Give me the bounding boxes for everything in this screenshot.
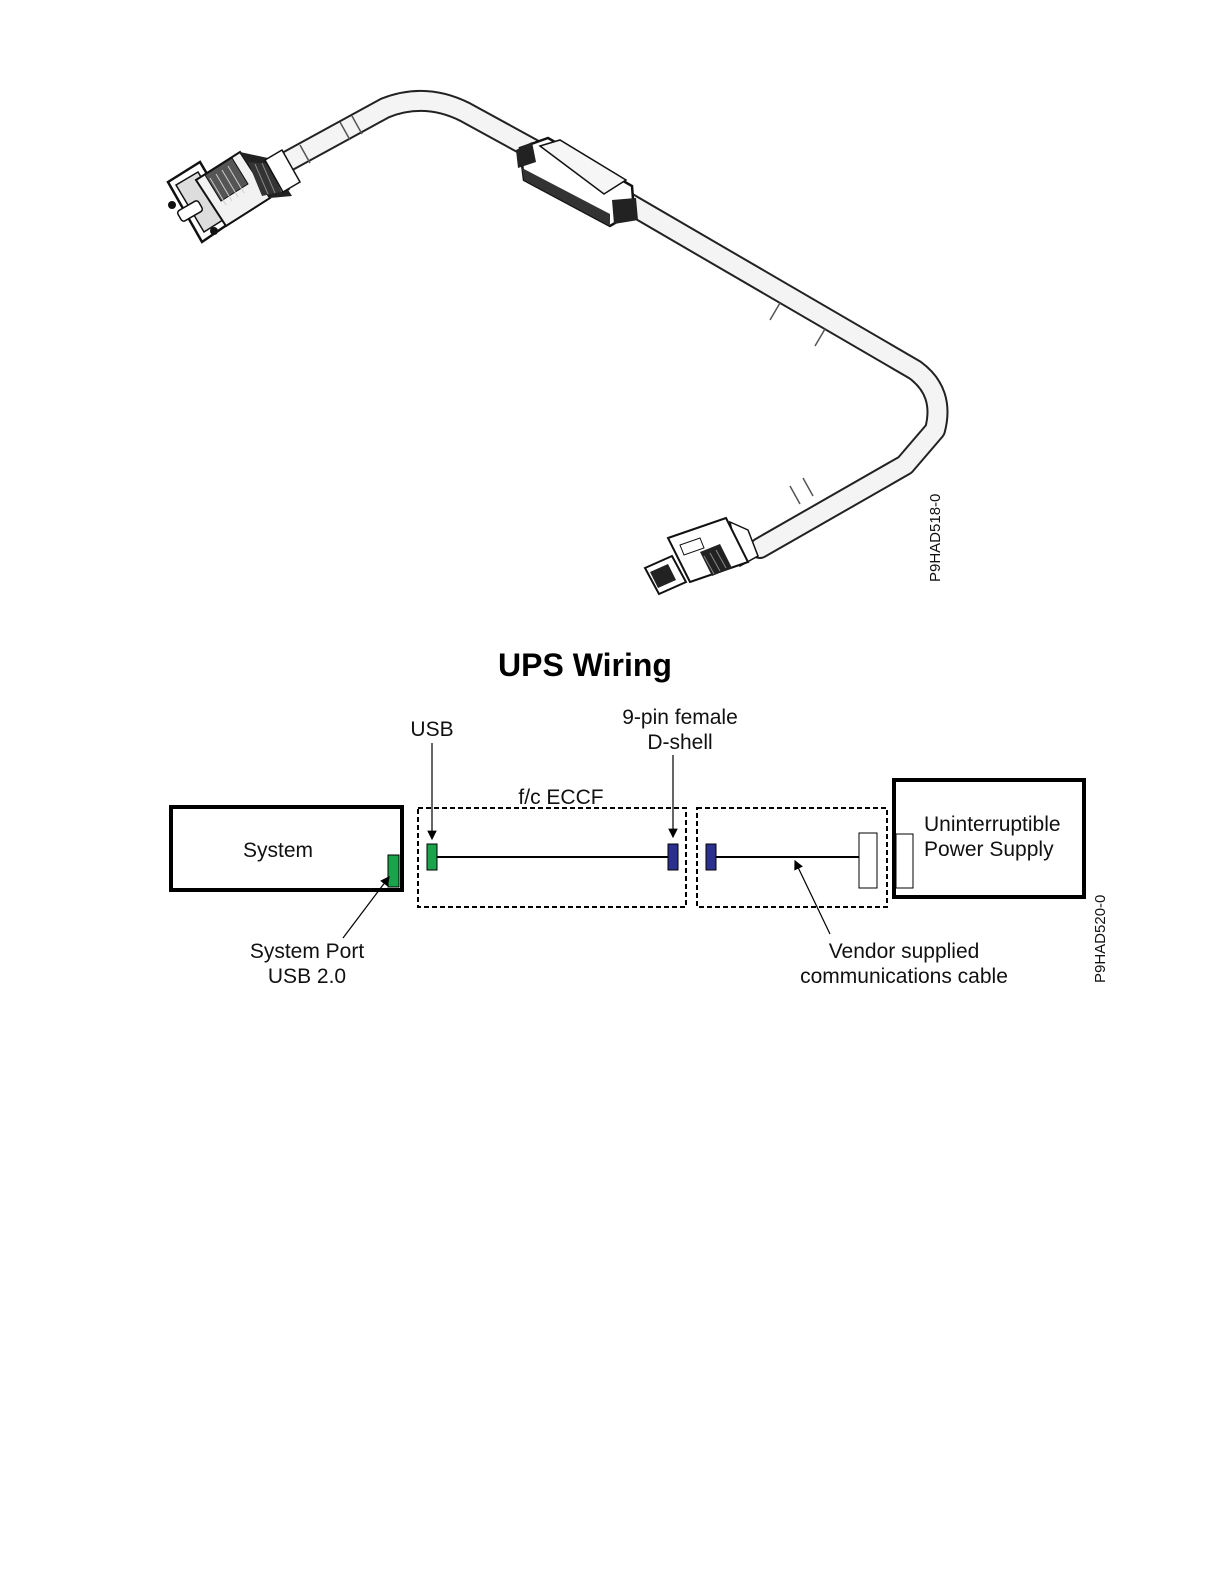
vendor-callout-label-line1: Vendor supplied	[829, 940, 980, 963]
port-callout-label-line2: USB 2.0	[268, 965, 346, 988]
vendor-callout-label-line2: communications cable	[800, 965, 1008, 988]
ups-port	[896, 834, 913, 888]
vendor-ups-plug	[859, 833, 877, 888]
vendor-callout-arrow	[795, 861, 830, 934]
system-port-connector	[388, 855, 399, 887]
eccf-cable-label: f/c ECCF	[518, 786, 603, 809]
cable-band	[815, 329, 825, 346]
ups-label-line1: Uninterruptible	[924, 813, 1061, 836]
usb-connector	[427, 844, 437, 870]
system-label: System	[243, 839, 313, 862]
dshell-connector	[668, 844, 678, 870]
dshell-callout-label-line2: D-shell	[647, 731, 712, 754]
db9-connector-icon	[168, 150, 300, 242]
cable-band	[803, 478, 813, 496]
cable-band	[770, 303, 780, 320]
usb-callout-label: USB	[410, 718, 453, 741]
figure2-title: UPS Wiring	[498, 647, 672, 683]
vendor-dshell-connector	[706, 844, 716, 870]
ups-label-line2: Power Supply	[924, 838, 1054, 861]
dshell-callout-label-line1: 9-pin female	[622, 706, 738, 729]
figure1-id-label: P9HAD518-0	[927, 494, 944, 582]
cable-band	[790, 486, 800, 504]
converter-module-icon	[516, 138, 638, 226]
port-callout-label-line1: System Port	[250, 940, 365, 963]
figure2-id-label: P9HAD520-0	[1092, 895, 1109, 983]
usb-plug-icon	[645, 518, 758, 594]
cable-illustration	[168, 101, 938, 594]
